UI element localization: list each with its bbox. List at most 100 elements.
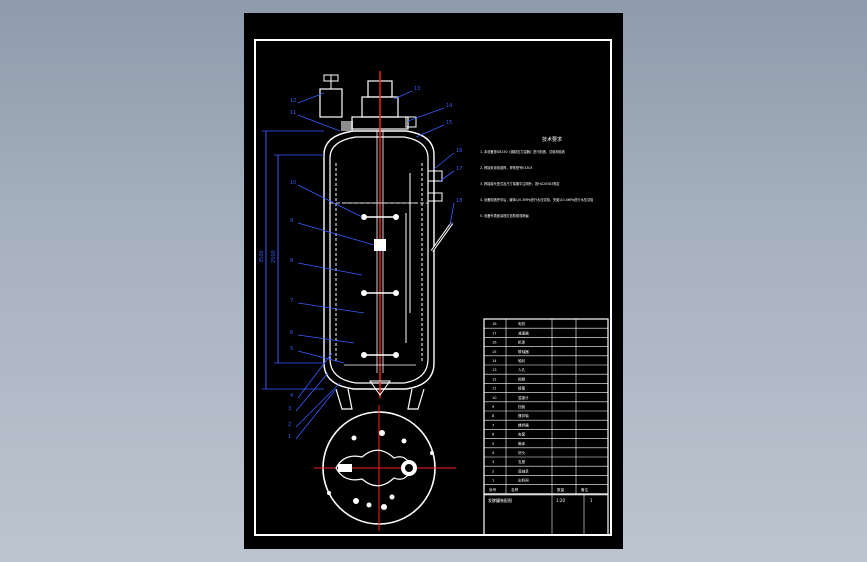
support-leg-left	[335, 388, 353, 410]
plan-view	[314, 405, 456, 531]
balloon-label: 7	[290, 298, 293, 304]
tech-requirements-title: 技术要求	[542, 136, 562, 143]
bottom-valve	[369, 380, 391, 396]
cell-name: 筒体	[518, 441, 526, 446]
balloon-label: 9	[290, 218, 293, 224]
cell-no: 3	[492, 460, 494, 464]
cell-no: 2	[492, 469, 494, 473]
cell-no: 6	[492, 433, 495, 437]
table-header: 序号名称数量备注	[484, 487, 608, 495]
cell-no: 14	[492, 359, 497, 363]
balloon-label: 16	[456, 148, 462, 154]
plan-small-7	[389, 494, 395, 500]
plan-flange-left	[338, 464, 352, 472]
cell-name: 底轴承	[518, 468, 529, 473]
cell-no: 16	[492, 341, 497, 345]
cell-name: 支座	[518, 459, 526, 464]
balloon-label: 17	[456, 166, 462, 172]
balloon-12: 12	[290, 92, 325, 104]
balloon-5: 5	[290, 346, 345, 364]
cell-name: 搅拌器	[518, 422, 529, 427]
balloon-2: 2	[288, 382, 341, 428]
table-row: 2 底轴承	[484, 468, 608, 476]
impeller-middle	[361, 290, 399, 296]
cell-name: 电机	[518, 321, 526, 326]
cell-no: 8	[492, 414, 495, 418]
side-nozzle-upper	[427, 170, 443, 182]
balloon-15: 15	[415, 120, 452, 138]
plan-small-9	[430, 451, 434, 455]
balloon-label: 8	[290, 258, 293, 264]
cell-name: 夹套	[518, 432, 526, 437]
title-block-sheet: 1	[590, 498, 593, 503]
balloon-8: 8	[290, 258, 363, 276]
cell-name: 联轴器	[518, 349, 529, 354]
title-block-title: 发酵罐装配图	[488, 497, 512, 503]
table-row: 12 视镜	[484, 376, 608, 384]
cell-no: 7	[492, 423, 494, 427]
impeller-upper	[361, 214, 399, 220]
balloon-label: 14	[446, 103, 452, 109]
dimension-lines: 3500 2500	[259, 130, 324, 390]
inclined-pipe-inner	[431, 222, 453, 252]
cell-name: 温度计	[518, 395, 529, 400]
balloon-label: 5	[290, 346, 293, 352]
plan-small-5	[366, 502, 372, 508]
balloon-18: 18	[449, 198, 462, 226]
table-frame	[483, 318, 609, 536]
drawing-frame	[254, 39, 612, 536]
table-row: 16 机架	[484, 340, 608, 347]
cell-no: 15	[492, 350, 497, 354]
motor-cap	[323, 74, 339, 82]
cell-name: 接管	[518, 386, 526, 391]
cell-no: 12	[492, 377, 497, 381]
header-note: 备注	[581, 487, 589, 492]
dim-body-height: 2500	[271, 250, 277, 263]
manhole	[405, 116, 417, 128]
cell-no: 10	[492, 396, 497, 400]
cell-name: 轴封	[518, 358, 526, 363]
table-row: 15 联轴器	[484, 349, 608, 357]
coupling	[374, 239, 386, 251]
table-row: 10 温度计	[484, 395, 608, 403]
cell-no: 11	[492, 387, 497, 391]
tech-requirement-line: 1. 本设备按GB150《钢制压力容器》进行制造、试验和验收	[480, 149, 566, 154]
cell-no: 5	[492, 442, 494, 446]
balloon-label: 13	[414, 86, 420, 92]
jacket-outline	[323, 130, 435, 390]
plan-small-3	[401, 438, 407, 444]
cell-no: 1	[492, 479, 494, 483]
hatch-block	[341, 121, 353, 131]
table-row: 14 轴封	[484, 358, 608, 366]
balloon-16: 16	[433, 148, 462, 170]
balloon-label: 4	[290, 393, 293, 399]
balloon-17: 17	[439, 166, 462, 182]
balloon-4: 4	[290, 352, 333, 399]
table-row: 5 筒体	[484, 441, 608, 449]
table-row: 6 夹套	[484, 432, 608, 439]
cell-name: 封头	[518, 450, 526, 455]
balloon-7: 7	[290, 298, 365, 314]
cell-name: 机架	[518, 340, 526, 345]
cell-no: 4	[492, 451, 495, 455]
balloon-label: 1	[288, 434, 291, 440]
plan-small-1	[351, 435, 357, 441]
table-row: 7 搅拌器	[484, 422, 608, 430]
cell-name: 搅拌轴	[518, 413, 529, 418]
balloon-label: 11	[290, 110, 296, 116]
balloon-13: 13	[393, 86, 420, 100]
support-leg-right	[407, 388, 425, 410]
balloon-label: 15	[446, 120, 452, 126]
balloon-9: 9	[290, 218, 375, 246]
cell-name: 视镜	[518, 376, 526, 381]
table-row: 3 支座	[484, 459, 608, 467]
cell-name: 减速器	[518, 330, 529, 335]
balloon-label: 12	[290, 98, 296, 104]
cell-name: 挡板	[518, 404, 526, 409]
